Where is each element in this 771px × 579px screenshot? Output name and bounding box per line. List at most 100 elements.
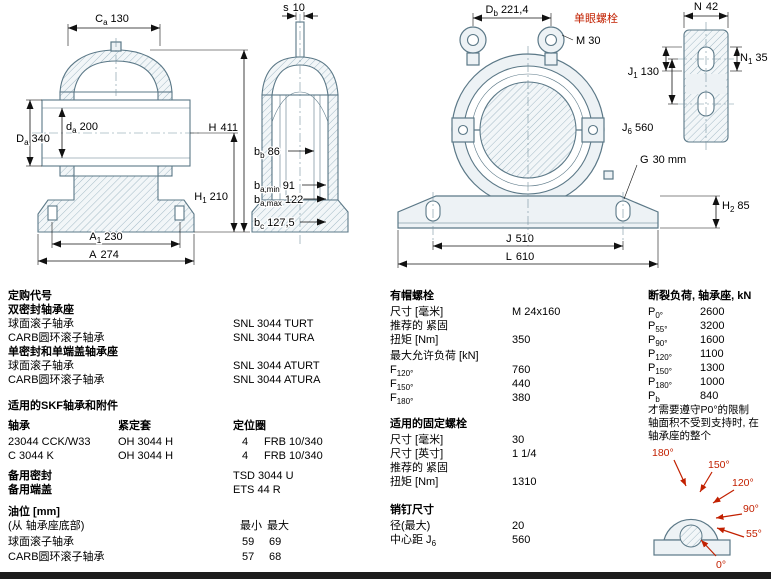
p-label: P150° [648, 362, 672, 377]
oil-min-header: 最小 [240, 520, 262, 532]
load-angle-sub: 120° [396, 369, 414, 379]
wall-right [327, 94, 339, 201]
end-view [678, 22, 734, 152]
spec-value: 30 [512, 434, 525, 446]
oil-max-header: 最大 [267, 520, 289, 532]
breaking-load-title: 断裂负荷, 轴承座, kN [648, 290, 752, 302]
oil-min-value: 59 [242, 536, 255, 548]
sleeve-cell: OH 3044 H [118, 436, 174, 448]
spec-label: 扭矩 [Nm] [390, 476, 439, 488]
attachment-bolt-row: 尺寸 [英寸] 1 1/4 [390, 448, 536, 460]
col-sleeve-header: 紧定套 [118, 420, 151, 432]
p-label: Pb [648, 390, 660, 405]
breaking-load-row: P90° 1600 [648, 334, 724, 349]
eyebolt-size-label: M 30 [576, 35, 600, 47]
ring-qty-cell: 4 [242, 450, 249, 462]
load-arrows [673, 459, 745, 557]
front-view [397, 26, 659, 246]
dowel-pin-row: 径(最大) 20 [390, 520, 524, 532]
load-value: 760 [512, 364, 531, 376]
spec-value: M 24x160 [512, 306, 561, 318]
load-row: F180° 380 [390, 392, 530, 407]
bottom-bar [0, 572, 771, 579]
oil-min-value: 57 [242, 551, 255, 563]
bearing-type-label: 球面滚子轴承 [8, 318, 74, 330]
p-value: 3200 [700, 320, 725, 332]
designation-value: SNL 3044 TURA [233, 332, 315, 344]
spec-label: 径(最大) [390, 520, 431, 532]
dowel-pin-title: 销钉尺寸 [390, 504, 434, 516]
ring-ref-cell: FRB 10/340 [264, 436, 323, 448]
ordering-row: 球面滚子轴承 SNL 3044 ATURT [8, 360, 320, 372]
base-bolt-hole-left [47, 205, 58, 221]
spare-seal-row: 备用密封 TSD 3044 U [8, 470, 294, 482]
spec-label: 扭矩 [Nm] [390, 334, 439, 346]
p-label: P0° [648, 306, 663, 321]
note-line: 轴承座的整个 [648, 430, 711, 442]
shaft-bore [479, 81, 577, 179]
breaking-load-row: P55° 3200 [648, 320, 724, 334]
bearings-table-row: 23044 CCK/W33 OH 3044 H 4 FRB 10/340 [8, 436, 323, 448]
load-label: F180° [390, 392, 414, 407]
ordering-title: 定购代号 [8, 290, 52, 302]
oil-row-label: 球面滚子轴承 [8, 536, 74, 548]
p-value: 1600 [700, 334, 725, 346]
p-value: 1100 [700, 348, 724, 360]
dowel-pin-row: 中心距 J6 560 [390, 534, 530, 549]
load-row: F120° 760 [390, 364, 530, 379]
note-line: 才需要遵守P0°的限制 [648, 404, 750, 416]
oil-level-row: 球面滚子轴承 59 69 [8, 536, 281, 548]
cap-bolt-row: 推荐的 紧固 [390, 320, 448, 332]
spec-value: 560 [512, 534, 531, 546]
spec-value: 1310 [512, 476, 537, 488]
spec-label: 推荐的 紧固 [390, 462, 449, 474]
attachment-bolt-row: 扭矩 [Nm] 1310 [390, 476, 536, 488]
spare-cover-value: ETS 44 R [233, 484, 281, 496]
load-direction-diagram: 180° 150° 120° 90° 55° 0° [652, 447, 762, 571]
oil-level-header: (从 轴承座底部) 最小 最大 [8, 520, 289, 532]
angle-120-label: 120° [732, 477, 754, 489]
spec-label: 推荐的 紧固 [390, 320, 449, 332]
cap-bolts-title: 有帽螺栓 [390, 290, 434, 302]
housing-icon [653, 518, 731, 556]
spec-label: 中心距 J6 [390, 534, 437, 549]
load-label: F120° [390, 364, 414, 379]
breaking-load-row: P180° 1000 [648, 376, 724, 390]
load-angle-sub: 150° [396, 383, 414, 393]
oil-row-label: CARB圆环滚子轴承 [8, 551, 105, 563]
p-label: P90° [648, 334, 668, 349]
spare-cover-row: 备用端盖 ETS 44 R [8, 484, 281, 496]
attachment-bolt-row: 尺寸 [毫米] 30 [390, 434, 524, 446]
sleeve-cell: OH 3044 H [118, 450, 174, 462]
ordering-row: CARB圆环滚子轴承 SNL 3044 TURA [8, 332, 314, 344]
eyebolt-stem-left [466, 52, 480, 66]
eyebolt-stem-right [544, 52, 558, 66]
oil-level-title: 油位 [mm] [8, 506, 60, 518]
base-bolt-hole-right [174, 205, 185, 221]
designation-value: SNL 3044 ATURA [233, 374, 321, 386]
end-view-dimension-lines [662, 12, 742, 105]
base-section [37, 175, 195, 233]
max-load-title: 最大允许负荷 [kN] [390, 350, 479, 362]
breaking-load-row: Pb 840 [648, 390, 718, 405]
bearing-type-label: CARB圆环滚子轴承 [8, 374, 105, 386]
eyebolt-link[interactable]: 单眼螺栓 [574, 11, 618, 25]
